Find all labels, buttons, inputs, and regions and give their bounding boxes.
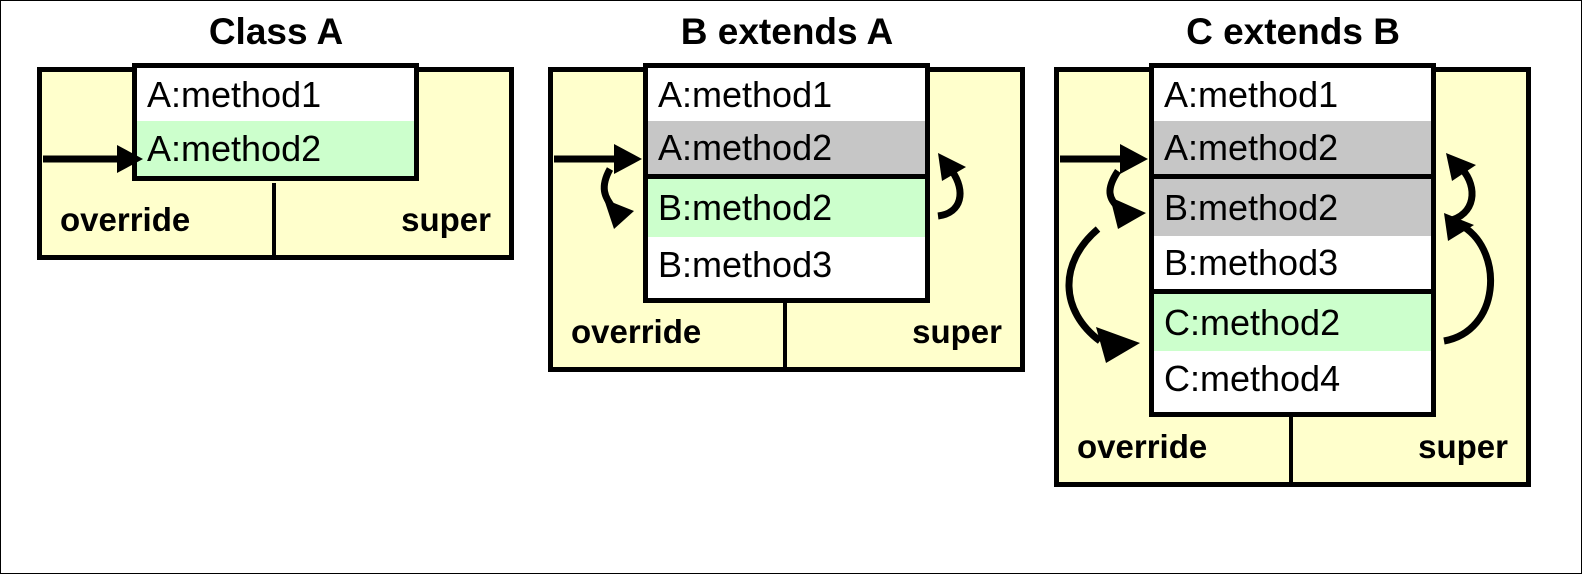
method-row: A:method2 <box>648 121 925 179</box>
method-row: A:method2 <box>137 121 414 176</box>
method-row: C:method4 <box>1154 351 1431 407</box>
panel-title-class-b: B extends A <box>680 11 894 52</box>
panel-class-b: B extends A override super A:method1 A:m… <box>542 1 1032 577</box>
legend-row-b: override super <box>553 295 1020 367</box>
method-table-b: A:method1 A:method2 B:method2 B:method3 <box>643 63 930 303</box>
panel-class-c: C extends B override super A:method1 A:m… <box>1048 1 1538 577</box>
legend-override-a: override <box>42 183 276 255</box>
method-row: A:method1 <box>137 68 414 121</box>
legend-row-c: override super <box>1059 410 1526 482</box>
method-row: A:method1 <box>1154 68 1431 121</box>
legend-super-b: super <box>912 312 1002 350</box>
method-row: B:method3 <box>648 237 925 293</box>
panel-class-a: Class A override super A:method1 A:metho… <box>31 1 521 577</box>
legend-row-a: override super <box>42 183 509 255</box>
method-row: C:method2 <box>1154 294 1431 351</box>
method-table-a: A:method1 A:method2 <box>132 63 419 181</box>
method-row: A:method2 <box>1154 121 1431 179</box>
legend-override-b: override <box>553 295 787 367</box>
method-row: B:method3 <box>1154 236 1431 294</box>
panel-title-class-a: Class A <box>208 11 344 52</box>
legend-super-a: super <box>401 200 491 238</box>
method-row: B:method2 <box>648 179 925 237</box>
legend-override-c: override <box>1059 410 1293 482</box>
legend-super-c: super <box>1418 427 1508 465</box>
panel-title-class-c: C extends B <box>1186 11 1400 52</box>
method-row: B:method2 <box>1154 179 1431 236</box>
method-table-c: A:method1 A:method2 B:method2 B:method3 … <box>1149 63 1436 417</box>
method-row: A:method1 <box>648 68 925 121</box>
